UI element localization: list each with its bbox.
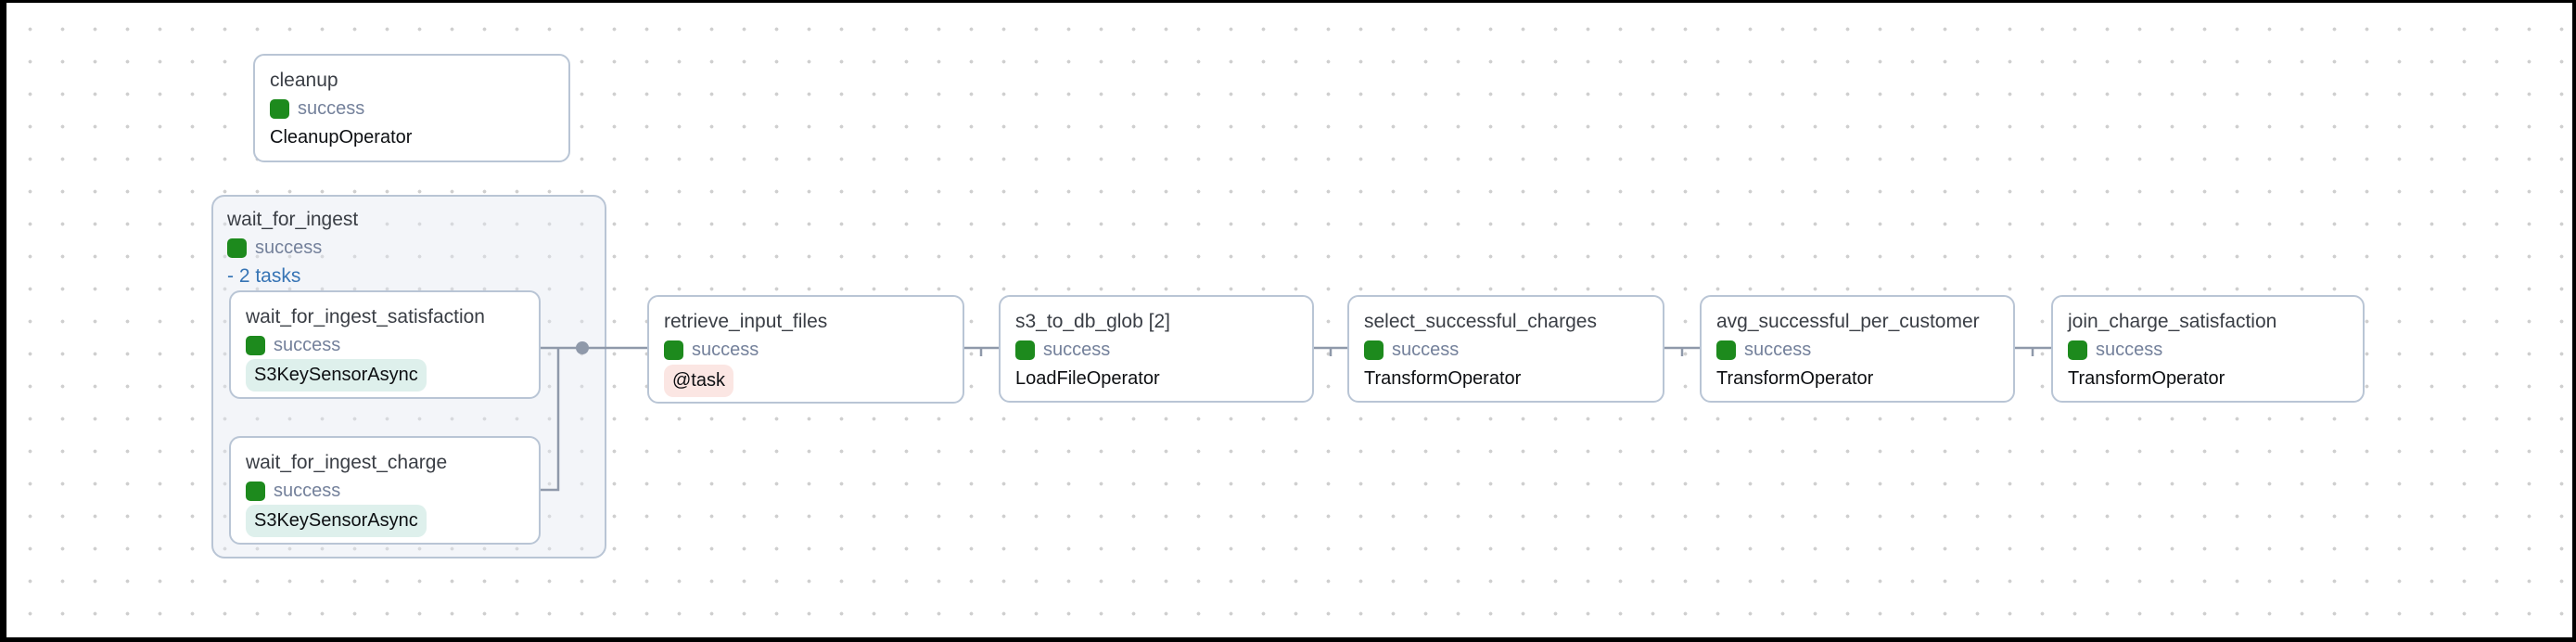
task-node-wait-for-ingest-charge[interactable]: wait_for_ingest_charge success S3KeySens… (229, 436, 541, 545)
task-group-wait-for-ingest[interactable]: wait_for_ingest success - 2 tasks wait_f… (211, 195, 606, 559)
task-status: success (664, 336, 948, 365)
task-status-label: success (692, 340, 759, 360)
task-title: retrieve_input_files (664, 311, 828, 332)
success-status-icon (246, 335, 265, 355)
task-status-label: success (298, 98, 365, 119)
success-status-icon (227, 238, 247, 258)
task-status: success (246, 477, 524, 505)
group-collapse-toggle[interactable]: - 2 tasks (227, 265, 301, 287)
task-title: wait_for_ingest_satisfaction (246, 306, 485, 327)
task-status: success (2068, 336, 2348, 365)
task-node-s3-to-db-glob[interactable]: s3_to_db_glob [2] success LoadFileOperat… (999, 295, 1314, 403)
task-status-label: success (1043, 340, 1111, 360)
success-status-icon (2068, 340, 2087, 360)
task-title: s3_to_db_glob [2] (1015, 311, 1170, 332)
task-operator-label: @task (664, 365, 948, 397)
task-operator-label: TransformOperator (1364, 368, 1522, 389)
task-title: join_charge_satisfaction (2068, 311, 2277, 332)
task-group-title: wait_for_ingest (227, 209, 359, 230)
edge-junction-dot (576, 341, 589, 354)
task-status-label: success (1392, 340, 1460, 360)
task-operator-label: CleanupOperator (270, 127, 413, 148)
success-status-icon (1015, 340, 1035, 360)
task-operator-label: S3KeySensorAsync (246, 359, 524, 392)
task-status: success (1364, 336, 1648, 365)
task-operator-label: LoadFileOperator (1015, 368, 1160, 389)
task-operator-label: TransformOperator (2068, 368, 2225, 389)
operator-badge: @task (664, 365, 733, 397)
task-status-label: success (274, 481, 341, 501)
task-status-label: success (274, 335, 341, 355)
task-status-label: success (1744, 340, 1812, 360)
task-operator-label: S3KeySensorAsync (246, 505, 524, 537)
task-group-status: success (227, 234, 591, 262)
task-title: wait_for_ingest_charge (246, 452, 448, 473)
task-status-label: success (2096, 340, 2163, 360)
success-status-icon (664, 340, 683, 360)
task-node-retrieve-input-files[interactable]: retrieve_input_files success @task (647, 295, 964, 404)
task-status: success (1015, 336, 1297, 365)
task-node-select-successful-charges[interactable]: select_successful_charges success Transf… (1347, 295, 1664, 403)
success-status-icon (270, 99, 289, 119)
task-title: cleanup (270, 70, 338, 91)
task-status: success (270, 95, 554, 123)
success-status-icon (246, 481, 265, 501)
operator-badge: S3KeySensorAsync (246, 505, 427, 537)
operator-badge: S3KeySensorAsync (246, 359, 427, 392)
task-title: select_successful_charges (1364, 311, 1597, 332)
task-status: success (1716, 336, 1998, 365)
success-status-icon (1364, 340, 1384, 360)
task-node-avg-successful-per-customer[interactable]: avg_successful_per_customer success Tran… (1700, 295, 2015, 403)
task-node-cleanup[interactable]: cleanup success CleanupOperator (253, 54, 570, 162)
task-group-status-label: success (255, 238, 323, 258)
task-operator-label: TransformOperator (1716, 368, 1874, 389)
task-title: avg_successful_per_customer (1716, 311, 1980, 332)
task-node-wait-for-ingest-satisfaction[interactable]: wait_for_ingest_satisfaction success S3K… (229, 290, 541, 399)
success-status-icon (1716, 340, 1736, 360)
task-status: success (246, 331, 524, 359)
task-node-join-charge-satisfaction[interactable]: join_charge_satisfaction success Transfo… (2051, 295, 2365, 403)
edge-charge-to-junction (541, 348, 560, 492)
